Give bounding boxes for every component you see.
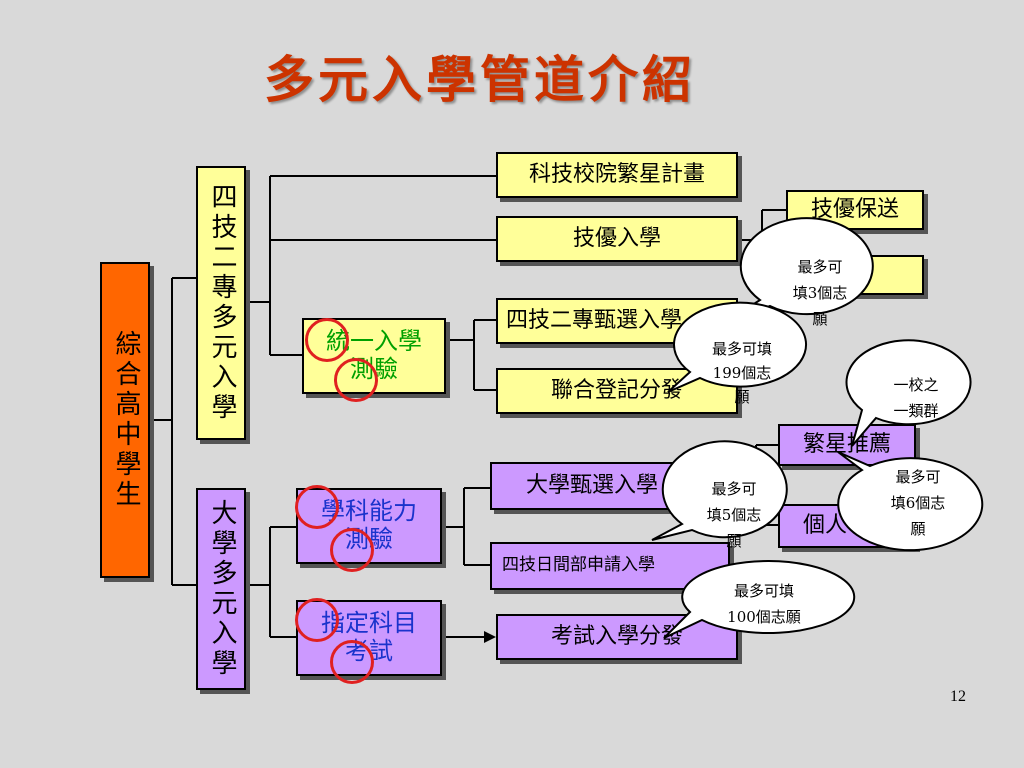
callout-bubble-1: [725, 217, 874, 323]
callout-4-line1: 最多可: [711, 480, 756, 498]
highlight-circle: [295, 598, 339, 642]
callout-bubble-4: [651, 440, 788, 541]
callout-3-line1: 一校之: [893, 376, 938, 394]
callout-bubble-2: [667, 301, 808, 393]
callout-6-line2: 100個志願: [727, 608, 801, 626]
highlight-circle: [334, 358, 378, 402]
callout-2-line2: 199個志: [713, 364, 772, 382]
highlight-circle: [295, 485, 339, 529]
callout-4-line3: 願: [726, 532, 741, 550]
callout-5-line3: 願: [910, 520, 925, 538]
highlight-circle: [305, 318, 349, 362]
branch-four-tech: 四技二專多元入學: [196, 166, 246, 440]
callout-1-line3: 願: [812, 310, 827, 328]
callout-4-line2: 填5個志: [707, 506, 762, 524]
callout-6-line1: 最多可填: [734, 582, 794, 600]
callout-1-line2: 填3個志: [793, 284, 848, 302]
highlight-circle: [330, 640, 374, 684]
channel-jiyou-baosong: 技優保送: [786, 190, 924, 230]
callout-3-line2: 一類群: [893, 402, 938, 420]
callout-5-line1: 最多可: [895, 468, 940, 486]
page-number: 12: [950, 688, 966, 705]
callout-2-line3: 願: [734, 388, 749, 406]
branch-university: 大學多元入學: [196, 488, 246, 690]
channel-jiyou: 技優入學: [496, 216, 738, 262]
callout-2-line1: 最多可填: [712, 340, 772, 358]
highlight-circle: [330, 528, 374, 572]
callout-1-line1: 最多可: [797, 258, 842, 276]
root-box: 綜合高中學生: [100, 262, 150, 578]
callout-bubble-6: [663, 560, 856, 639]
callout-bubble-3: [845, 339, 972, 447]
page-title: 多元入學管道介紹: [264, 50, 696, 109]
callout-bubble-5: [837, 451, 984, 552]
channel-fanxing-tech: 科技校院繁星計畫: [496, 152, 738, 198]
callout-5-line2: 填6個志: [891, 494, 946, 512]
